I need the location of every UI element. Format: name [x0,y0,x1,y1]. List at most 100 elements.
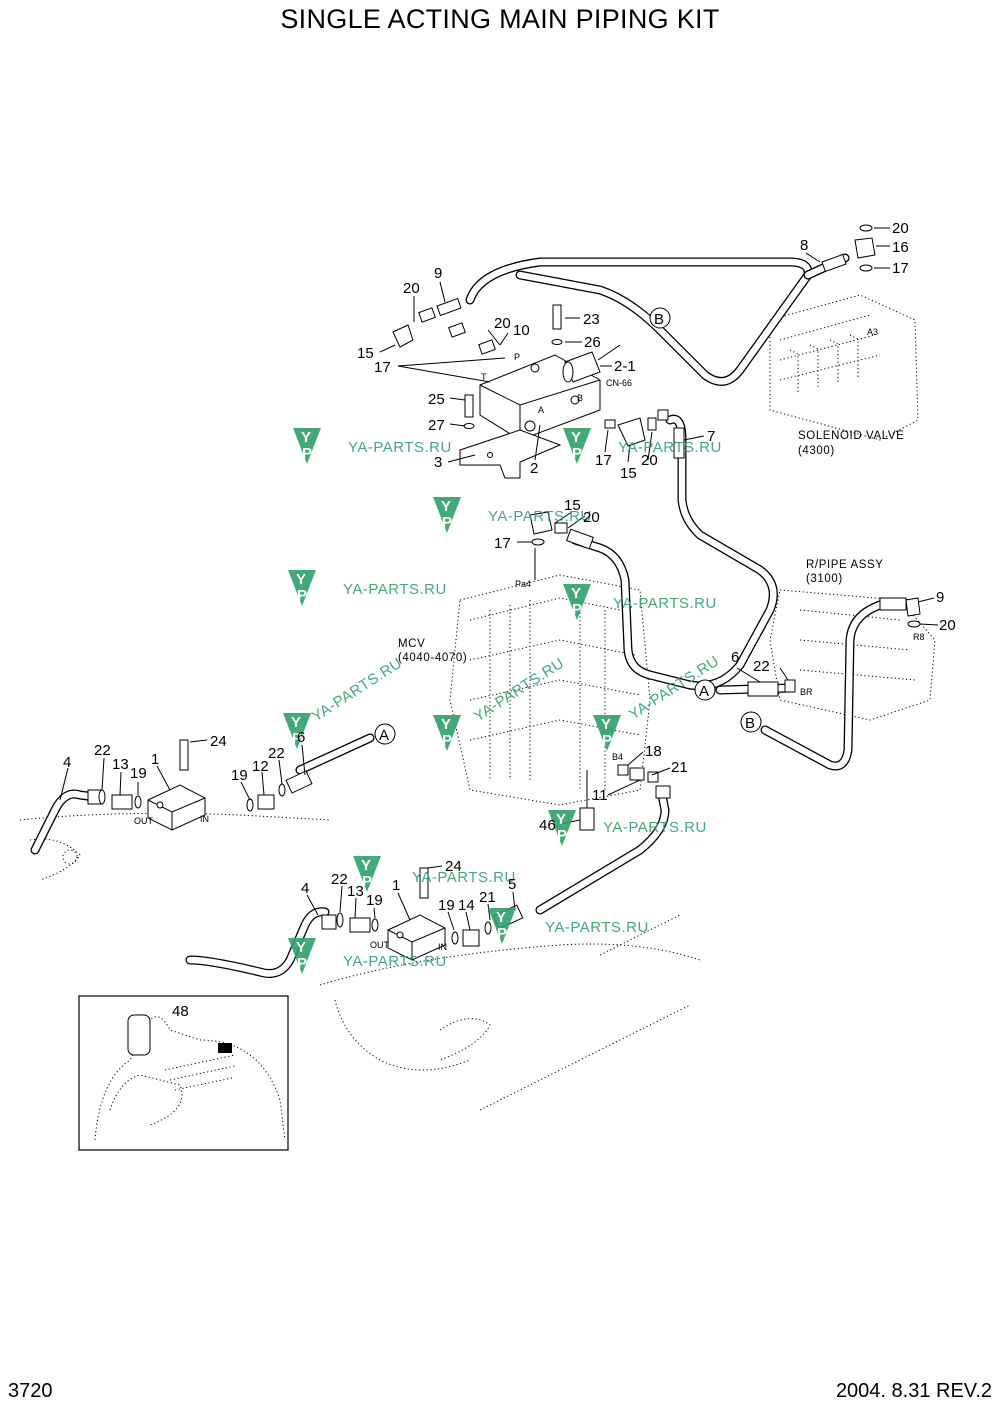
revision-date: 2004. 8.31 REV.2 [835,1380,992,1402]
callout-22: 22 [753,658,770,675]
callout-14: 14 [458,897,475,914]
callout-7: 7 [707,428,715,445]
port-a3: A3 [867,327,878,337]
callout-19: 19 [130,765,147,782]
port-cn66: CN-66 [606,378,632,388]
pipes [30,253,910,978]
callout-11: 11 [592,787,608,804]
svg-text:P: P [362,873,372,890]
svg-text:P: P [557,827,567,844]
svg-text:Y: Y [296,571,306,588]
callout-4: 4 [301,880,309,897]
callout-1: 1 [392,877,400,894]
callouts: 20 16 17 8 9 20 20 10 23 26 2-1 15 17 25… [63,220,956,1020]
svg-text:Y: Y [571,585,581,602]
parts [87,224,921,961]
inset-panel [78,995,289,1151]
callout-15: 15 [620,465,637,482]
callout-15: 15 [357,345,374,362]
callout-8: 8 [800,237,808,254]
callout-17: 17 [892,260,909,277]
callout-3: 3 [434,454,442,471]
callout-24: 24 [445,858,462,875]
watermark-text: YA-PARTS.RU [618,439,722,456]
connector-a-left-label: A [379,727,389,744]
callout-2: 2 [530,460,538,477]
svg-text:Y: Y [296,939,306,956]
callout-21: 21 [671,759,688,776]
mcv-label: MCV [398,638,425,650]
svg-text:Y: Y [291,714,301,731]
port-r8: R8 [913,632,925,642]
callout-22: 22 [268,745,285,762]
watermark-text: YA-PARTS.RU [309,655,405,726]
svg-text:P: P [497,925,507,942]
rpipe-label: R/PIPE ASSY [806,559,884,571]
port-b: B [577,393,583,403]
callout-25: 25 [428,391,445,408]
watermark-logo-icon: YP [593,715,621,751]
svg-text:P: P [302,445,312,462]
callout-1: 1 [151,751,159,768]
port-in-lower: IN [438,942,447,952]
callout-18: 18 [645,743,662,760]
callout-10: 10 [513,322,530,339]
watermark-logo-icon: YP [288,570,316,606]
switch-48-icon [218,1043,232,1053]
callout-2-1: 2-1 [614,358,636,375]
port-p: P [514,352,520,362]
svg-text:Y: Y [361,857,371,874]
callout-13: 13 [112,756,129,773]
svg-text:Y: Y [601,716,611,733]
page-title: SINGLE ACTING MAIN PIPING KIT [280,4,720,34]
callout-26: 26 [584,334,601,351]
callout-27: 27 [428,417,445,434]
connector-bubbles: B A A B [374,307,762,745]
watermark-logo-icon: YP [293,428,321,464]
watermark-text: YA-PARTS.RU [603,819,707,836]
leader-lines [59,227,939,1046]
watermark-text: YA-PARTS.RU [412,869,516,886]
callout-9: 9 [434,265,442,282]
callout-22: 22 [331,871,348,888]
port-out-lower: OUT [370,940,390,950]
port-a: A [538,405,544,415]
svg-text:P: P [442,514,452,531]
port-pa4: Pa4 [515,579,531,589]
watermark-text: YA-PARTS.RU [343,581,447,598]
svg-text:P: P [572,601,582,618]
port-in-upper: IN [200,814,209,824]
callout-17: 17 [374,359,391,376]
callout-19: 19 [366,892,383,909]
mcv-code: (4040-4070) [398,652,467,664]
watermark-logo-icon: YP [548,810,576,846]
callout-20: 20 [939,617,956,634]
callout-15: 15 [564,497,581,514]
connector-a-left [374,723,396,745]
connector-b-right-label: B [745,715,755,732]
connector-b-top [649,307,671,329]
svg-text:P: P [442,732,452,749]
watermark-logo-icon: YP [433,497,461,533]
watermark-logo-icon: YP [353,856,381,892]
svg-text:Y: Y [441,716,451,733]
callout-24: 24 [210,733,227,750]
callout-46: 46 [539,817,556,834]
connector-a-right-label: A [699,683,709,700]
page-number: 3720 [8,1380,53,1402]
callout-20: 20 [641,452,658,469]
port-labels: P T A B A3 CN-66 Pa4 BR R8 B4 OUT IN OUT… [134,327,925,952]
svg-text:P: P [297,955,307,972]
callout-6: 6 [297,729,305,746]
callout-6: 6 [731,649,739,666]
watermark-logo-icon: YP [563,428,591,464]
callout-19: 19 [231,767,248,784]
watermark-logo-icon: YP [563,584,591,620]
svg-text:Y: Y [556,811,566,828]
svg-text:Y: Y [496,909,506,926]
watermark-text: YA-PARTS.RU [343,953,447,970]
svg-text:Y: Y [571,429,581,446]
callout-19: 19 [438,897,455,914]
connector-a-right [694,679,716,701]
